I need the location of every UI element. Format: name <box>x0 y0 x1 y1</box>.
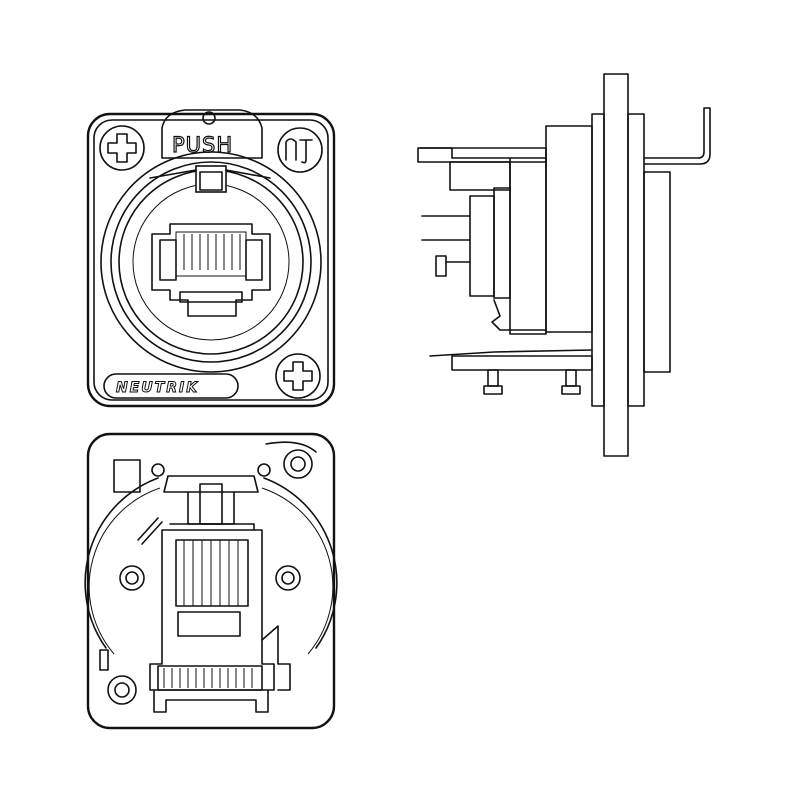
rear-view <box>84 432 338 730</box>
phillips-screw-icon <box>99 125 145 171</box>
side-view <box>417 73 711 457</box>
mounting-hole-icon <box>275 565 301 591</box>
phillips-screw-icon <box>275 353 321 399</box>
front-view: PUSH <box>86 109 336 408</box>
mounting-hole-icon <box>119 565 145 591</box>
mounting-hole-icon <box>283 449 313 479</box>
mounting-hole-icon <box>107 675 137 705</box>
small-logo-icon <box>202 111 216 125</box>
neutrik-logo-icon <box>277 127 323 173</box>
brand-label: NEUTRIK <box>116 380 199 396</box>
